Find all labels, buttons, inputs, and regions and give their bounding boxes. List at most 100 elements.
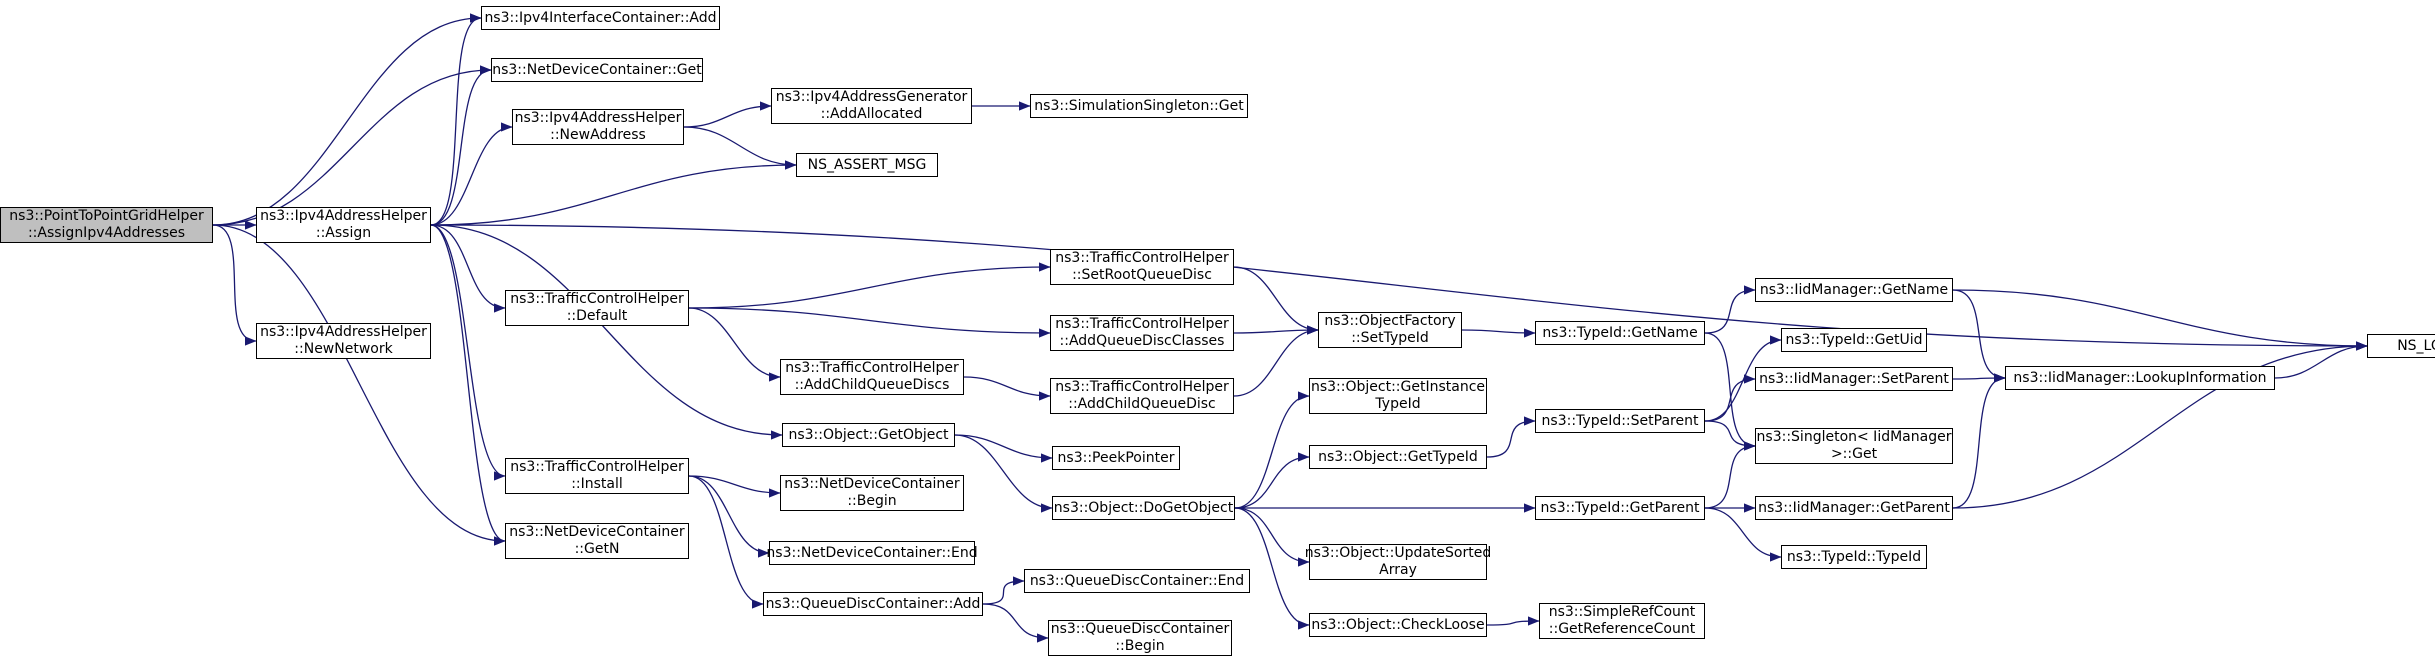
node-tch-default[interactable]: ns3::TrafficControlHelper::Default xyxy=(505,290,689,326)
edge-iid-getparent-to-log-logic xyxy=(1952,341,2368,509)
node-ndc-end[interactable]: ns3::NetDeviceContainer::End xyxy=(766,541,978,565)
node-label: ns3::Ipv4InterfaceContainer::Add xyxy=(484,9,717,26)
edge-typeid-getname-to-singleton-get xyxy=(1704,332,1756,451)
node-label: ns3::TrafficControlHelper xyxy=(510,291,684,307)
edge-newaddress-to-addalloc xyxy=(683,101,772,128)
node-label: ns3::SimpleRefCount xyxy=(1548,604,1696,620)
edge-iid-lookup-to-log-logic xyxy=(2274,341,2368,379)
edge-obj-getobject-to-obj-dogetobject xyxy=(954,434,1053,513)
edge-assign-to-obj-getobject xyxy=(430,224,783,440)
node-simplerefcount[interactable]: ns3::SimpleRefCount::GetReferenceCount xyxy=(1539,603,1705,639)
node-tch-addchild[interactable]: ns3::TrafficControlHelper::AddChildQueue… xyxy=(1050,378,1234,414)
node-tch-setroot[interactable]: ns3::TrafficControlHelper::SetRootQueueD… xyxy=(1050,249,1234,285)
node-label: ns3::Ipv4AddressHelper xyxy=(260,208,427,224)
node-iid-lookup[interactable]: ns3::IidManager::LookupInformation xyxy=(2005,366,2275,390)
node-label: ns3::TrafficControlHelper xyxy=(785,360,959,376)
node-typeid-getparent[interactable]: ns3::TypeId::GetParent xyxy=(1535,496,1705,520)
node-obj-checkloose[interactable]: ns3::Object::CheckLoose xyxy=(1309,613,1487,637)
edge-root-to-ndc-getn xyxy=(212,224,506,546)
node-typeid-getuid[interactable]: ns3::TypeId::GetUid xyxy=(1781,328,1927,352)
edge-tch-install-to-qdc-add xyxy=(688,475,764,609)
call-edges xyxy=(212,13,2368,643)
node-qdc-add[interactable]: ns3::QueueDiscContainer::Add xyxy=(763,592,983,616)
node-singleton-get[interactable]: ns3::Singleton< IidManager>::Get xyxy=(1755,428,1953,464)
node-label: ::SetRootQueueDisc xyxy=(1072,267,1212,283)
node-assign[interactable]: ns3::Ipv4AddressHelper::Assign xyxy=(256,207,431,243)
node-label: ns3::Object::GetObject xyxy=(788,426,949,443)
node-label: ns3::Object::GetInstance xyxy=(1310,379,1486,395)
node-label: ns3::TypeId::TypeId xyxy=(1786,548,1922,565)
node-tch-install[interactable]: ns3::TrafficControlHelper::Install xyxy=(505,458,689,494)
node-ifc-add[interactable]: ns3::Ipv4InterfaceContainer::Add xyxy=(481,6,720,30)
node-ndc-begin[interactable]: ns3::NetDeviceContainer::Begin xyxy=(780,475,964,511)
node-assert[interactable]: NS_ASSERT_MSG xyxy=(796,153,938,177)
node-qdc-begin[interactable]: ns3::QueueDiscContainer::Begin xyxy=(1048,620,1232,656)
node-iid-getparent[interactable]: ns3::IidManager::GetParent xyxy=(1755,496,1953,520)
edge-typeid-getparent-to-singleton-get xyxy=(1704,441,1756,509)
edge-iid-getparent-to-iid-lookup xyxy=(1952,373,2006,509)
node-qdc-end[interactable]: ns3::QueueDiscContainer::End xyxy=(1024,569,1250,593)
node-label: ::AssignIpv4Addresses xyxy=(27,225,186,241)
node-typeid-typeid[interactable]: ns3::TypeId::TypeId xyxy=(1781,545,1927,569)
edge-typeid-setparent-to-singleton-get xyxy=(1704,420,1756,451)
node-iid-getname[interactable]: ns3::IidManager::GetName xyxy=(1755,278,1953,302)
node-newnetwork[interactable]: ns3::Ipv4AddressHelper::NewNetwork xyxy=(256,323,431,359)
node-label: ns3::PeekPointer xyxy=(1057,449,1175,466)
node-log-logic[interactable]: NS_LOG_LOGIC xyxy=(2367,334,2435,358)
node-label: ns3::NetDeviceContainer::End xyxy=(766,544,978,561)
node-addalloc[interactable]: ns3::Ipv4AddressGenerator::AddAllocated xyxy=(771,88,972,124)
edge-typeid-setparent-to-iid-setparent xyxy=(1704,374,1756,422)
edge-root-to-ifc-add xyxy=(212,13,482,226)
edge-assign-to-newaddress xyxy=(430,122,513,226)
node-obj-getobject[interactable]: ns3::Object::GetObject xyxy=(782,423,955,447)
node-obj-gettypeid[interactable]: ns3::Object::GetTypeId xyxy=(1309,445,1487,469)
node-typeid-setparent[interactable]: ns3::TypeId::SetParent xyxy=(1535,409,1705,433)
edge-assign-to-tch-install xyxy=(430,224,506,481)
edge-assign-to-log-logic xyxy=(430,224,2368,351)
node-label: ns3::NetDeviceContainer xyxy=(784,476,960,492)
node-ndc-get[interactable]: ns3::NetDeviceContainer::Get xyxy=(491,58,703,82)
node-simsingleton[interactable]: ns3::SimulationSingleton::Get xyxy=(1030,94,1248,118)
node-label: TypeId xyxy=(1375,396,1421,412)
node-newaddress[interactable]: ns3::Ipv4AddressHelper::NewAddress xyxy=(512,109,684,145)
node-label: ns3::TypeId::GetParent xyxy=(1540,499,1700,516)
node-label: ::SetTypeId xyxy=(1351,330,1429,346)
edge-iid-setparent-to-iid-lookup xyxy=(1952,373,2006,383)
node-label: ns3::TrafficControlHelper xyxy=(1055,379,1229,395)
edge-tch-install-to-ndc-end xyxy=(688,475,770,558)
node-label: ns3::QueueDiscContainer::End xyxy=(1029,572,1245,589)
node-of-settypeid[interactable]: ns3::ObjectFactory::SetTypeId xyxy=(1318,312,1462,348)
edge-obj-dogetobject-to-obj-checkloose xyxy=(1234,507,1310,630)
node-label: ns3::Ipv4AddressGenerator xyxy=(775,89,968,105)
node-peekpointer[interactable]: ns3::PeekPointer xyxy=(1052,446,1180,470)
node-tch-addchilds[interactable]: ns3::TrafficControlHelper::AddChildQueue… xyxy=(780,359,964,395)
node-label: ns3::Ipv4AddressHelper xyxy=(514,110,682,126)
edge-typeid-getparent-to-typeid-typeid xyxy=(1704,507,1782,562)
edge-iid-getname-to-iid-lookup xyxy=(1952,289,2006,383)
node-label: ::AddChildQueueDisc xyxy=(1068,396,1216,412)
node-label: Array xyxy=(1379,562,1417,578)
node-label: ns3::NetDeviceContainer::Get xyxy=(492,61,702,78)
node-label: >::Get xyxy=(1830,446,1878,462)
node-label: ns3::SimulationSingleton::Get xyxy=(1034,97,1244,114)
edge-assign-to-ndc-getn xyxy=(430,224,506,546)
node-ndc-getn[interactable]: ns3::NetDeviceContainer::GetN xyxy=(505,523,689,559)
edge-root-to-ndc-get xyxy=(212,65,492,226)
node-label: ::NewNetwork xyxy=(294,341,393,357)
node-label: ns3::Singleton< IidManager xyxy=(1756,429,1952,445)
edge-newaddress-to-assert xyxy=(683,126,797,170)
node-label: ns3::PointToPointGridHelper xyxy=(9,208,204,224)
edge-of-settypeid-to-typeid-getname xyxy=(1461,328,1536,338)
node-tch-addclasses[interactable]: ns3::TrafficControlHelper::AddQueueDiscC… xyxy=(1050,315,1234,351)
node-label: ::NewAddress xyxy=(550,127,646,143)
edge-tch-default-to-tch-setroot xyxy=(688,262,1051,309)
node-obj-dogetobject[interactable]: ns3::Object::DoGetObject xyxy=(1052,496,1235,520)
edge-qdc-add-to-qdc-end xyxy=(982,576,1025,605)
node-label: ::Install xyxy=(571,476,623,492)
node-iid-setparent[interactable]: ns3::IidManager::SetParent xyxy=(1755,367,1953,391)
node-typeid-getname[interactable]: ns3::TypeId::GetName xyxy=(1535,321,1705,345)
node-label: ns3::IidManager::SetParent xyxy=(1759,370,1949,387)
